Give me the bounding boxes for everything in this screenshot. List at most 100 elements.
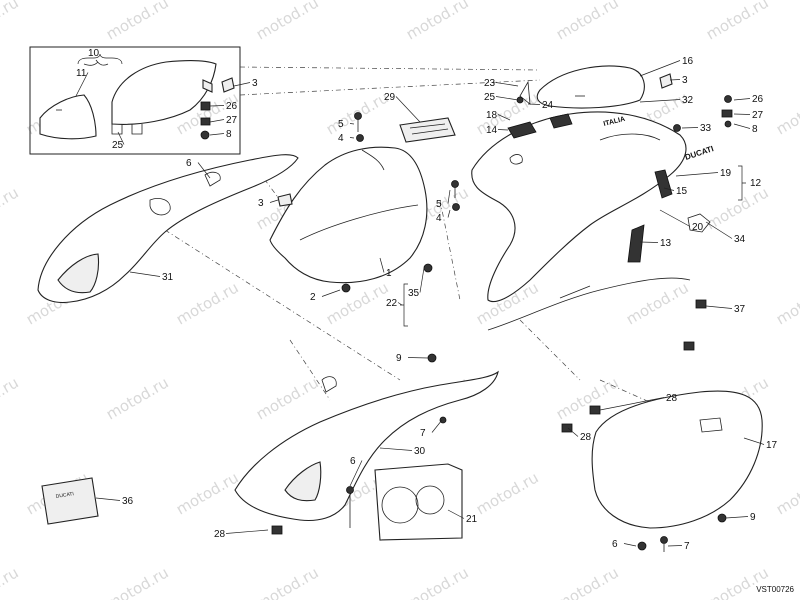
callout-9: 9 bbox=[396, 353, 402, 364]
callout-28: 28 bbox=[580, 432, 592, 443]
leader-line-17 bbox=[743, 437, 765, 445]
leader-line-33 bbox=[681, 127, 699, 129]
callout-34: 34 bbox=[734, 234, 746, 245]
leader-line-16 bbox=[639, 60, 681, 77]
leader-lines bbox=[75, 60, 765, 547]
callout-16: 16 bbox=[682, 56, 694, 67]
callout-25: 25 bbox=[484, 92, 496, 103]
callout-27: 27 bbox=[226, 115, 238, 126]
watermark-text: motod.ru bbox=[103, 0, 172, 43]
fasteners bbox=[221, 73, 733, 552]
callout-35: 35 bbox=[408, 288, 420, 299]
booklet-decal: DUCATI bbox=[55, 491, 74, 500]
leader-line-24 bbox=[527, 103, 541, 105]
watermark-text: motod.ru bbox=[703, 0, 772, 43]
document-plate bbox=[399, 117, 456, 143]
callout-9: 9 bbox=[750, 512, 756, 523]
watermark-text: motod.ru bbox=[553, 373, 622, 423]
callout-25: 25 bbox=[112, 140, 124, 151]
callout-22: 22 bbox=[386, 298, 398, 309]
callout-13: 13 bbox=[660, 238, 672, 249]
watermark-text: motod.ru bbox=[173, 278, 242, 328]
callout-6: 6 bbox=[350, 456, 356, 467]
watermark-text: motod.ru bbox=[773, 88, 800, 138]
leader-line-9 bbox=[407, 357, 429, 359]
callout-14: 14 bbox=[486, 125, 498, 136]
callout-19: 19 bbox=[720, 168, 732, 179]
rear-seat bbox=[536, 65, 645, 109]
leader-line-4 bbox=[447, 209, 451, 218]
watermark-text: motod.ru bbox=[0, 0, 22, 43]
watermark-text: motod.ru bbox=[253, 0, 322, 43]
callout-28: 28 bbox=[666, 393, 678, 404]
callout-10: 10 bbox=[88, 48, 100, 59]
leader-line-37 bbox=[705, 305, 733, 309]
watermark-text: motod.ru bbox=[173, 468, 242, 518]
watermark-text: motod.ru bbox=[103, 563, 172, 600]
callout-17: 17 bbox=[766, 440, 778, 451]
watermark-text: motod.ru bbox=[403, 563, 472, 600]
leader-line-28 bbox=[567, 427, 579, 437]
leader-line-7 bbox=[431, 419, 443, 433]
callout-11: 11 bbox=[76, 68, 87, 79]
watermark-text: motod.ru bbox=[253, 563, 322, 600]
callout-32: 32 bbox=[682, 95, 694, 106]
leader-line-28 bbox=[599, 397, 665, 411]
callout-7: 7 bbox=[684, 541, 690, 552]
watermark-text: motod.ru bbox=[0, 183, 22, 233]
tail-section bbox=[471, 111, 687, 303]
watermark-text: motod.ru bbox=[703, 563, 772, 600]
diagram-code: VST00726 bbox=[756, 585, 794, 594]
callout-4: 4 bbox=[338, 133, 344, 144]
tank-cover bbox=[269, 146, 428, 284]
watermark-text: motod.ru bbox=[0, 563, 22, 600]
leader-line-8 bbox=[733, 123, 751, 129]
watermark-text: motod.ru bbox=[553, 563, 622, 600]
leader-line-25 bbox=[117, 131, 125, 145]
callout-37: 37 bbox=[734, 304, 746, 315]
watermark-text: motod.ru bbox=[623, 278, 692, 328]
callout-12: 12 bbox=[750, 178, 762, 189]
callout-labels: 1011253262782954631231543522232524181416… bbox=[76, 48, 778, 552]
leader-line-5 bbox=[349, 123, 355, 125]
callout-3: 3 bbox=[682, 75, 688, 86]
callout-23: 23 bbox=[484, 78, 496, 89]
leader-line-28 bbox=[225, 529, 269, 534]
callout-4: 4 bbox=[436, 213, 442, 224]
callout-8: 8 bbox=[226, 129, 232, 140]
leader-line-1 bbox=[379, 257, 385, 273]
leader-line-19 bbox=[675, 172, 719, 177]
callout-3: 3 bbox=[258, 198, 264, 209]
leader-line-15 bbox=[663, 187, 675, 191]
leader-line-20 bbox=[659, 209, 691, 227]
callout-26: 26 bbox=[226, 101, 238, 112]
right-side-fairing bbox=[234, 370, 499, 522]
leader-line-36 bbox=[95, 497, 121, 501]
callout-21: 21 bbox=[466, 514, 478, 525]
leader-line-26 bbox=[733, 98, 751, 101]
leader-line-5 bbox=[447, 189, 451, 204]
leader-line-27 bbox=[209, 119, 225, 123]
callout-26: 26 bbox=[752, 94, 764, 105]
leader-line-32 bbox=[639, 99, 681, 103]
callout-3: 3 bbox=[252, 78, 258, 89]
watermark-text: motod.ru bbox=[553, 0, 622, 43]
seat-inset bbox=[29, 46, 241, 155]
leader-line-35 bbox=[419, 267, 425, 293]
leader-line-4 bbox=[349, 137, 355, 139]
callout-5: 5 bbox=[436, 199, 442, 210]
callout-30: 30 bbox=[414, 446, 426, 457]
leader-line-30 bbox=[379, 447, 413, 451]
leader-line-34 bbox=[705, 221, 733, 239]
leader-line-22 bbox=[397, 302, 403, 306]
watermark-text: motod.ru bbox=[403, 0, 472, 43]
callout-24: 24 bbox=[542, 100, 554, 111]
leader-line-25 bbox=[495, 96, 519, 101]
callout-2: 2 bbox=[310, 292, 316, 303]
callout-29: 29 bbox=[384, 92, 396, 103]
callout-15: 15 bbox=[676, 186, 688, 197]
callout-31: 31 bbox=[162, 272, 174, 283]
leader-line-8 bbox=[209, 133, 225, 136]
small-grips bbox=[507, 113, 573, 139]
